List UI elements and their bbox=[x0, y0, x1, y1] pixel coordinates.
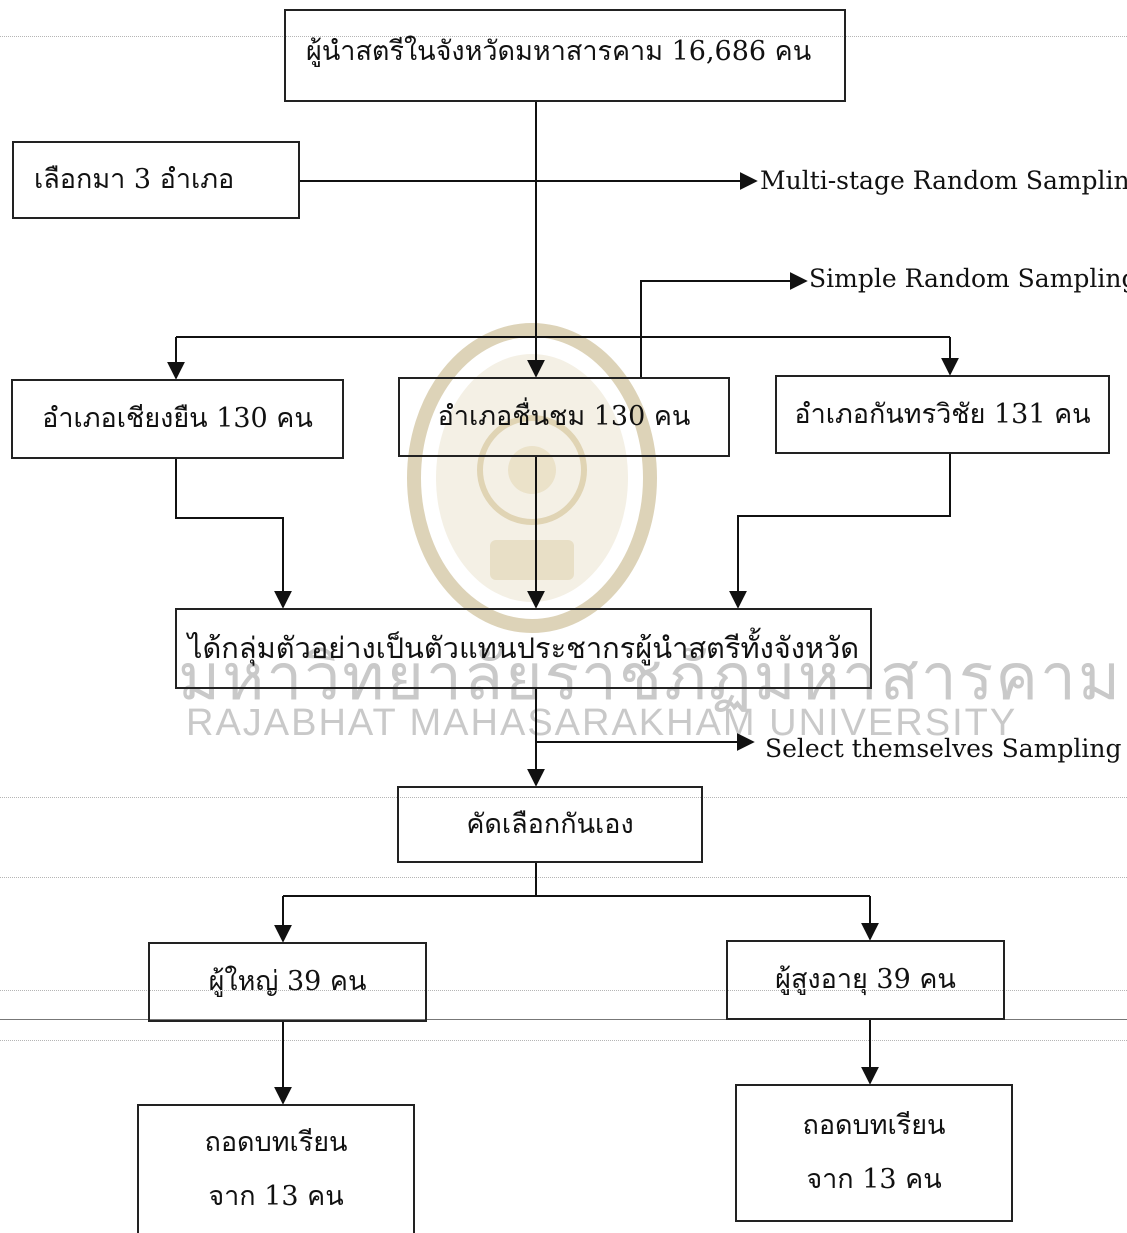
select-districts-label: เลือกมา 3 อำเภอ bbox=[34, 164, 235, 196]
self-select-sampling-label: Select themselves Sampling bbox=[765, 734, 1122, 763]
elders-box: ผู้สูงอายุ 39 คน bbox=[726, 940, 1005, 1020]
multistage-sampling-label: Multi-stage Random Sampling bbox=[760, 166, 1127, 195]
simple-random-sampling-label: Simple Random Sampling bbox=[809, 264, 1127, 293]
self-selection-box: คัดเลือกกันเอง bbox=[397, 786, 703, 863]
transcript-left-box: ถอดบทเรียน จาก 13 คน bbox=[137, 1104, 415, 1233]
district-kantharawichai-label: อำเภอกันทรวิชัย 131 คน bbox=[794, 398, 1091, 430]
adults-box: ผู้ใหญ่ 39 คน bbox=[148, 942, 427, 1022]
population-box: ผู้นำสตรีในจังหวัดมหาสารคาม 16,686 คน bbox=[284, 9, 846, 102]
district-chiang-yuen-label: อำเภอเชียงยืน 130 คน bbox=[42, 403, 313, 435]
representative-sample-box: ได้กลุ่มตัวอย่างเป็นตัวแทนประชากรผู้นำสต… bbox=[175, 608, 872, 689]
scan-guide-line bbox=[0, 877, 1127, 878]
page-rule bbox=[0, 1019, 1127, 1020]
elders-label: ผู้สูงอายุ 39 คน bbox=[775, 964, 956, 996]
transcript-right-line1: ถอดบทเรียน bbox=[802, 1110, 946, 1142]
scan-guide-line bbox=[0, 797, 1127, 798]
district-chiang-yuen-box: อำเภอเชียงยืน 130 คน bbox=[11, 379, 344, 459]
adults-label: ผู้ใหญ่ 39 คน bbox=[208, 966, 367, 998]
scan-guide-line bbox=[0, 1040, 1127, 1041]
select-districts-box: เลือกมา 3 อำเภอ bbox=[12, 141, 300, 219]
scan-guide-line bbox=[0, 36, 1127, 37]
watermark-thai: มหาวิทยาลัยราชภัฏมหาสารคาม bbox=[178, 641, 1123, 713]
district-kantharawichai-box: อำเภอกันทรวิชัย 131 คน bbox=[775, 375, 1110, 454]
transcript-left-line1: ถอดบทเรียน bbox=[204, 1126, 348, 1158]
scan-guide-line bbox=[0, 990, 1127, 991]
transcript-right-box: ถอดบทเรียน จาก 13 คน bbox=[735, 1084, 1013, 1222]
transcript-left-line2: จาก 13 คน bbox=[208, 1180, 344, 1212]
district-chuen-chom-label: อำเภอชื่นชม 130 คน bbox=[437, 401, 691, 433]
watermark-english: RAJABHAT MAHASARAKHAM UNIVERSITY bbox=[186, 702, 1018, 744]
self-selection-label: คัดเลือกกันเอง bbox=[466, 808, 634, 840]
district-chuen-chom-box: อำเภอชื่นชม 130 คน bbox=[398, 377, 730, 457]
population-label: ผู้นำสตรีในจังหวัดมหาสารคาม 16,686 คน bbox=[306, 36, 812, 67]
transcript-right-line2: จาก 13 คน bbox=[806, 1164, 942, 1195]
representative-sample-label: ได้กลุ่มตัวอย่างเป็นตัวแทนประชากรผู้นำสต… bbox=[187, 631, 860, 666]
